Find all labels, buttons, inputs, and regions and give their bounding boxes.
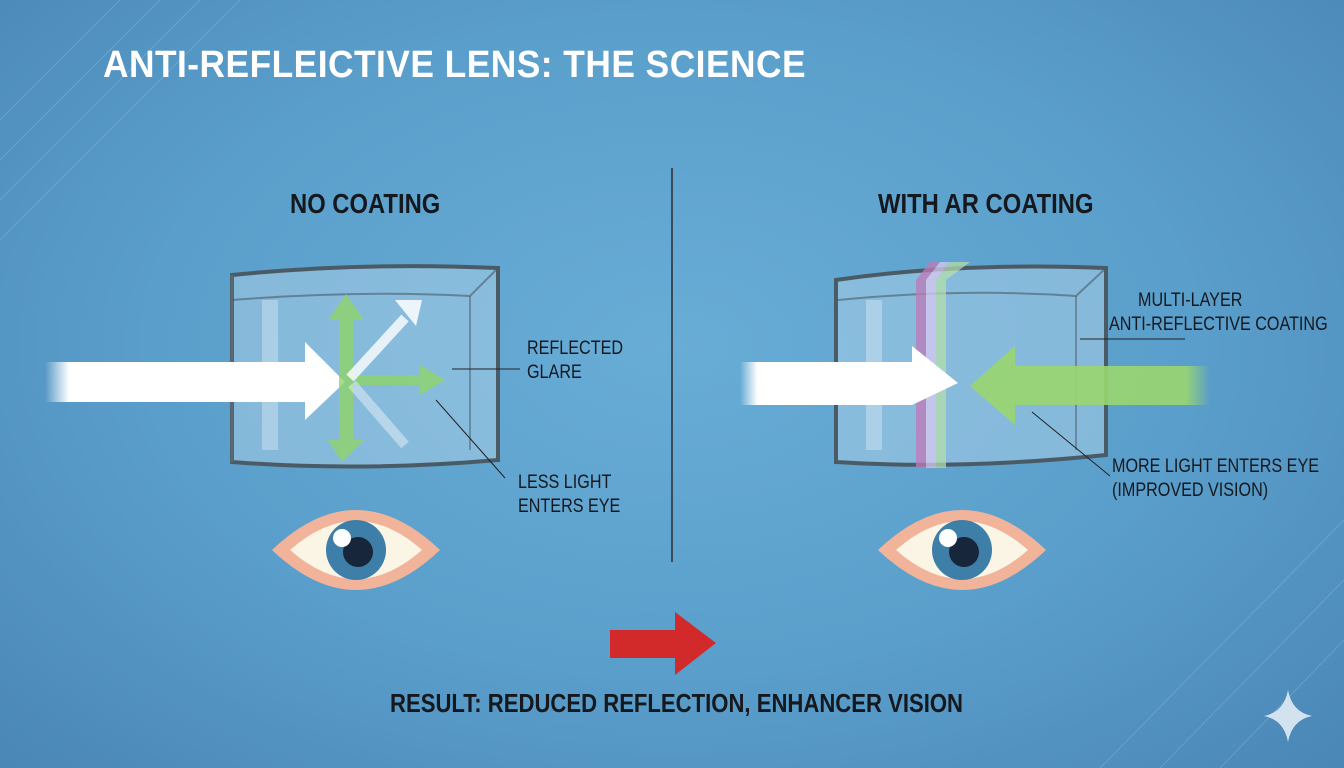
label-reflected: REFLECTED — [527, 338, 624, 359]
page-title: ANTI-REFLEICTIVE LENS: THE SCIENCE — [103, 44, 807, 86]
result-text: RESULT: REDUCED REFLECTION, ENHANCER VIS… — [390, 688, 963, 718]
label-improved-vision: (IMPROVED VISION) — [1112, 480, 1269, 501]
label-glare: GLARE — [527, 362, 582, 383]
label-enters-eye: ENTERS EYE — [518, 496, 621, 517]
sparkle-icon — [1264, 690, 1312, 742]
label-less-light: LESS LIGHT — [518, 472, 612, 493]
coating-layers — [916, 262, 970, 468]
incoming-light-arrow-ar — [740, 346, 958, 405]
heading-no-coating: NO COATING — [290, 188, 441, 219]
result-arrow-icon — [610, 612, 716, 675]
label-ar-coating: ANTI-REFLECTIVE COATING — [1109, 314, 1328, 335]
transmitted-light-arrow — [970, 346, 1210, 425]
eye-icon — [272, 510, 440, 590]
heading-with-ar-coating: WITH AR COATING — [878, 188, 1094, 219]
reflection-arrows — [346, 314, 409, 449]
reflected-glare-arrows — [328, 294, 445, 462]
eye-icon — [878, 510, 1046, 590]
label-multi-layer: MULTI-LAYER — [1138, 290, 1243, 311]
incoming-light-arrow — [45, 342, 345, 420]
label-more-light: MORE LIGHT ENTERS EYE — [1112, 456, 1320, 477]
